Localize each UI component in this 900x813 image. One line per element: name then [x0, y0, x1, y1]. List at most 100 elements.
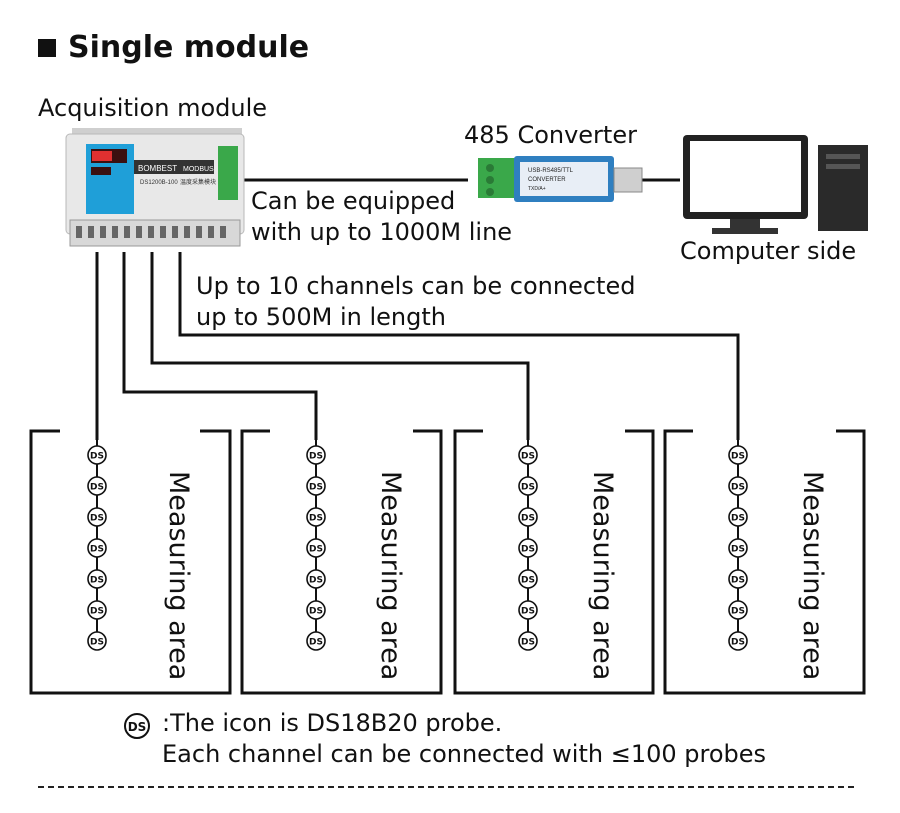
measuring-area-3-box [453, 429, 655, 695]
ds-probe-icon: DS [728, 507, 748, 527]
ds-probe-label: DS [521, 638, 535, 648]
ds-probe-label: DS [521, 452, 535, 462]
acquisition-module-label: Acquisition module [38, 94, 268, 122]
ds-probe-label: DS [309, 638, 323, 648]
ds-probe-label: DS [731, 576, 745, 586]
ds-probe-label: DS [731, 638, 745, 648]
ds-probe-icon: DS [306, 476, 326, 496]
converter-model-text: USB-RS485/TTL [528, 168, 574, 174]
ds-probe-label: DS [521, 545, 535, 555]
converter-type-text: CONVERTER [528, 177, 566, 183]
ds-probe-label: DS [731, 514, 745, 524]
computer-side-label: Computer side [680, 237, 857, 265]
channel-3-wire [150, 252, 530, 440]
ds-probe-icon: DS [306, 507, 326, 527]
ds-probe-icon: DS [518, 507, 538, 527]
ds-probe-icon: DS [518, 538, 538, 558]
ds-probe-label: DS [90, 452, 104, 462]
page-title: Single module [38, 30, 309, 65]
measuring-area-1-label: Measuring area [163, 471, 194, 680]
ds-probe-label: DS [521, 576, 535, 586]
ds-probe-icon: DS [518, 600, 538, 620]
ds-probe-icon: DS [728, 476, 748, 496]
acquisition-module-device: BOMBEST MODBUS DS1200B-100 温度采集模块 [65, 128, 245, 247]
channel-note-line-1: Up to 10 channels can be connected [196, 272, 636, 300]
ds-probe-icon: DS [87, 476, 107, 496]
ds-probe-icon: DS [87, 569, 107, 589]
ds-probe-icon: DS [87, 507, 107, 527]
ds-probe-icon: DS [728, 631, 748, 651]
legend-icon-label: DS [128, 720, 147, 734]
ds-probe-icon: DS [306, 631, 326, 651]
ds-probe-icon: DS [87, 600, 107, 620]
ds-probe-icon: DS [87, 538, 107, 558]
ds-probe-label: DS [731, 545, 745, 555]
converter-label: 485 Converter [464, 121, 637, 149]
ds-probe-icon: DS [87, 445, 107, 465]
wiring [95, 178, 740, 440]
ds-probe-label: DS [309, 452, 323, 462]
ds-probe-legend-icon: DS [124, 713, 150, 739]
ds-probe-label: DS [309, 607, 323, 617]
module-modbus-text: MODBUS [183, 166, 214, 173]
module-model-text: DS1200B-100 [140, 180, 178, 186]
ds-probe-label: DS [521, 607, 535, 617]
measuring-area-4-box [663, 429, 866, 695]
ds-probe-icon: DS [518, 569, 538, 589]
ds-probe-label: DS [90, 514, 104, 524]
legend-line-1: :The icon is DS18B20 probe. [162, 709, 503, 737]
rs485-converter-device: USB-RS485/TTL CONVERTER TXD/A+ [478, 156, 643, 202]
ds-probe-icon: DS [518, 445, 538, 465]
line-length-note: Can be equipped with up to 1000M line [251, 186, 512, 248]
ds-probe-label: DS [521, 514, 535, 524]
measuring-areas [29, 429, 866, 695]
module-name-text: 温度采集模块 [180, 178, 216, 186]
ds-probe-icon: DS [728, 538, 748, 558]
module-green-terminal [218, 146, 238, 200]
ds-probe-label: DS [90, 576, 104, 586]
converter-green-terminal [478, 158, 518, 198]
legend-text: :The icon is DS18B20 probe. Each channel… [162, 708, 766, 770]
legend-line-2: Each channel can be connected with ≤100 … [162, 740, 767, 769]
ds-probe-label: DS [309, 576, 323, 586]
title-text: Single module [68, 30, 310, 65]
channel-note: Up to 10 channels can be connected up to… [196, 271, 635, 333]
ds-probe-icon: DS [306, 538, 326, 558]
line-note-line-2: with up to 1000M line [251, 218, 513, 247]
line-note-line-1: Can be equipped [251, 187, 456, 215]
ds-probe-icon: DS [87, 631, 107, 651]
channel-2-wire [122, 252, 318, 440]
ds-probe-icon: DS [518, 631, 538, 651]
ds-probe-label: DS [731, 607, 745, 617]
ds-probe-label: DS [521, 483, 535, 493]
ds-probe-label: DS [309, 514, 323, 524]
module-brand-text: BOMBEST [138, 164, 177, 173]
probe-chains: DS DS DS DS DS DS DS DS DS DS DS DS DS DS DS DS DS DS DS DS… [87, 440, 748, 651]
ds-probe-label: DS [309, 545, 323, 555]
computer-tower [818, 145, 868, 231]
measuring-area-2-label: Measuring area [375, 471, 406, 680]
ds-probe-label: DS [90, 483, 104, 493]
ds-probe-icon: DS [728, 445, 748, 465]
ds-probe-label: DS [90, 638, 104, 648]
converter-pin-text: TXD/A+ [528, 186, 546, 192]
measuring-area-2-box [240, 429, 443, 695]
usb-plug [613, 167, 643, 193]
channel-note-line-2: up to 500M in length [196, 303, 446, 332]
ds-probe-icon: DS [306, 445, 326, 465]
ds-probe-label: DS [309, 483, 323, 493]
ds-probe-label: DS [90, 607, 104, 617]
ds-probe-label: DS [90, 545, 104, 555]
measuring-area-1-box [29, 429, 232, 695]
bottom-dashed-divider [38, 786, 854, 788]
ds-probe-icon: DS [728, 569, 748, 589]
ds-probe-icon: DS [728, 600, 748, 620]
ds-probe-icon: DS [518, 476, 538, 496]
computer-device [683, 135, 868, 234]
ds-probe-label: DS [731, 483, 745, 493]
ds-probe-icon: DS [306, 600, 326, 620]
measuring-area-3-label: Measuring area [587, 471, 618, 680]
measuring-area-4-label: Measuring area [797, 471, 828, 680]
ds-probe-icon: DS [306, 569, 326, 589]
